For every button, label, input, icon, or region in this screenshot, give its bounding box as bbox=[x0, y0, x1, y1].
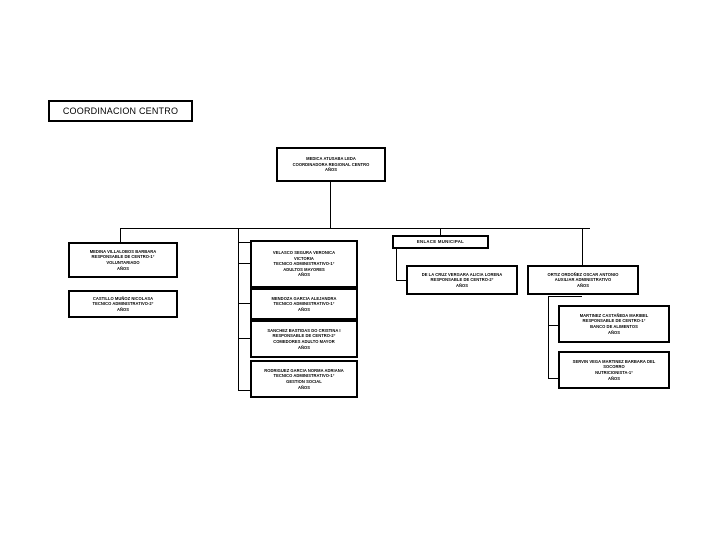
node-enlace-1-line-1: DE LA CRUZ VERGARA ALICIA LORENA bbox=[421, 271, 503, 277]
node-right-3-line-1: SERVIN VEGA MARTINEZ BARBARA DEL bbox=[572, 358, 656, 364]
connector-root-drop bbox=[330, 182, 331, 228]
connector-center-stub-4 bbox=[238, 390, 250, 391]
node-enlace-1-line-3: AÑOS bbox=[455, 282, 469, 288]
connector-right-spine-top bbox=[548, 296, 582, 297]
connector-center-elbow bbox=[238, 242, 250, 243]
node-center-1-line-5: AÑOS bbox=[297, 272, 311, 278]
root-line-3: AÑOS bbox=[324, 167, 338, 173]
node-left-2-line-2: TECNICO ADMINISTRATIVO-2° bbox=[92, 301, 154, 307]
node-center-3: SANCHEZ BASTIDAS DO CRISTINA I RESPONSAB… bbox=[250, 320, 358, 358]
node-center-1-line-1: VELASCO SEGURA VERONICA bbox=[272, 250, 336, 256]
node-right-3-line-3: NUTRICIONISTA-1° bbox=[595, 370, 633, 375]
node-left-1-line-3: VOLUNTARIADO bbox=[106, 260, 140, 265]
connector-center-stub-3 bbox=[238, 338, 250, 339]
node-center-3-line-1: SANCHEZ BASTIDAS DO CRISTINA I bbox=[267, 327, 341, 333]
node-right-3: SERVIN VEGA MARTINEZ BARBARA DEL SOCORRO… bbox=[558, 351, 670, 389]
node-center-3-line-3: COMEDORES ADULTO MAYOR bbox=[273, 339, 335, 344]
node-center-1: VELASCO SEGURA VERONICA VICTORIA TECNICO… bbox=[250, 240, 358, 288]
node-right-1: ORTIZ ORDOÑEZ OSCAR ANTONIO AUXILIAR ADM… bbox=[527, 265, 639, 295]
node-center-3-line-2: RESPONSABLE DE CENTRO-2° bbox=[272, 333, 336, 339]
title-box-label: COORDINACION CENTRO bbox=[62, 105, 179, 116]
node-right-3-line-2: SOCORRO bbox=[603, 364, 625, 370]
node-enlace-1-line-2: RESPONSABLE DE CENTRO-2° bbox=[430, 277, 494, 283]
node-right-3-line-4: AÑOS bbox=[607, 375, 621, 381]
node-right-1-line-3: AÑOS bbox=[576, 282, 590, 288]
node-center-3-line-4: AÑOS bbox=[297, 344, 311, 350]
node-right-2: MARTINEZ CASTAÑEDA MARIBEL RESPONSABLE D… bbox=[558, 305, 670, 343]
node-left-1-line-4: AÑOS bbox=[116, 265, 130, 271]
node-center-4: RODRIGUEZ GARCIA NORMA ADRIANA TECNICO A… bbox=[250, 360, 358, 398]
root-node: MEDICA ATUSABA LEDA COORDINADORA REGIONA… bbox=[276, 147, 386, 182]
node-center-2: MENDOZA GARCIA ALEJANDRA TECNICO ADMINIS… bbox=[250, 288, 358, 320]
connector-right-spine bbox=[548, 296, 549, 378]
connector-enlace-child-stub bbox=[396, 280, 406, 281]
node-center-4-line-2: TECNICO ADMINISTRATIVO-1° bbox=[273, 373, 335, 379]
node-right-1-line-1: ORTIZ ORDOÑEZ OSCAR ANTONIO bbox=[547, 271, 619, 277]
title-box: COORDINACION CENTRO bbox=[48, 100, 193, 122]
node-center-1-line-4: ADULTOS MAYORES bbox=[283, 266, 325, 272]
connector-enlace-drop bbox=[440, 228, 441, 235]
node-center-1-line-2: VICTORIA bbox=[294, 255, 314, 261]
node-center-4-line-1: RODRIGUEZ GARCIA NORMA ADRIANA bbox=[264, 367, 344, 373]
node-center-2-line-1: MENDOZA GARCIA ALEJANDRA bbox=[271, 295, 337, 301]
connector-right-drop bbox=[582, 228, 583, 266]
connector-enlace-child-drop bbox=[396, 249, 397, 280]
enlace-municipal-node: ENLACE MUNICIPAL bbox=[392, 235, 489, 249]
connector-main-bus bbox=[120, 228, 590, 229]
connector-center-stub-2 bbox=[238, 303, 250, 304]
node-center-4-line-3: GESTION SOCIAL bbox=[286, 379, 322, 384]
connector-right-stub-2 bbox=[548, 378, 558, 379]
node-right-2-line-1: MARTINEZ CASTAÑEDA MARIBEL bbox=[579, 312, 649, 318]
node-left-2: CASTILLO MUÑOZ NICOLASA TECNICO ADMINIST… bbox=[68, 290, 178, 318]
node-left-1: MEDINA VILLALOBOS BARBARA RESPONSABLE DE… bbox=[68, 242, 178, 278]
node-center-2-line-2: TECNICO ADMINISTRATIVO-1° bbox=[273, 301, 335, 307]
connector-right-stub-1 bbox=[548, 325, 558, 326]
node-right-2-line-4: AÑOS bbox=[607, 329, 621, 335]
connector-center-drop bbox=[238, 228, 239, 242]
root-line-1: MEDICA ATUSABA LEDA bbox=[306, 156, 356, 162]
connector-left-drop bbox=[120, 228, 121, 250]
node-left-1-line-2: RESPONSABLE DE CENTRO-1° bbox=[91, 254, 155, 260]
node-right-2-line-3: BANCO DE ALIMENTOS bbox=[590, 324, 638, 329]
node-center-2-line-3: AÑOS bbox=[297, 306, 311, 312]
connector-center-spine bbox=[238, 242, 239, 390]
root-line-2: COORDINADORA REGIONAL CENTRO bbox=[292, 161, 370, 167]
node-right-2-line-2: RESPONSABLE DE CENTRO-1° bbox=[582, 318, 646, 324]
node-left-2-line-3: AÑOS bbox=[116, 306, 130, 312]
connector-center-stub-1 bbox=[238, 263, 250, 264]
node-left-1-line-1: MEDINA VILLALOBOS BARBARA bbox=[89, 248, 157, 254]
node-enlace-1: DE LA CRUZ VERGARA ALICIA LORENA RESPONS… bbox=[406, 265, 518, 295]
node-right-1-line-2: AUXILIAR ADMINISTRATIVO bbox=[554, 277, 612, 283]
node-center-1-line-3: TECNICO ADMINISTRATIVO-1° bbox=[273, 261, 335, 267]
enlace-municipal-label: ENLACE MUNICIPAL bbox=[416, 239, 465, 244]
node-left-2-line-1: CASTILLO MUÑOZ NICOLASA bbox=[92, 295, 154, 301]
node-center-4-line-4: AÑOS bbox=[297, 384, 311, 390]
